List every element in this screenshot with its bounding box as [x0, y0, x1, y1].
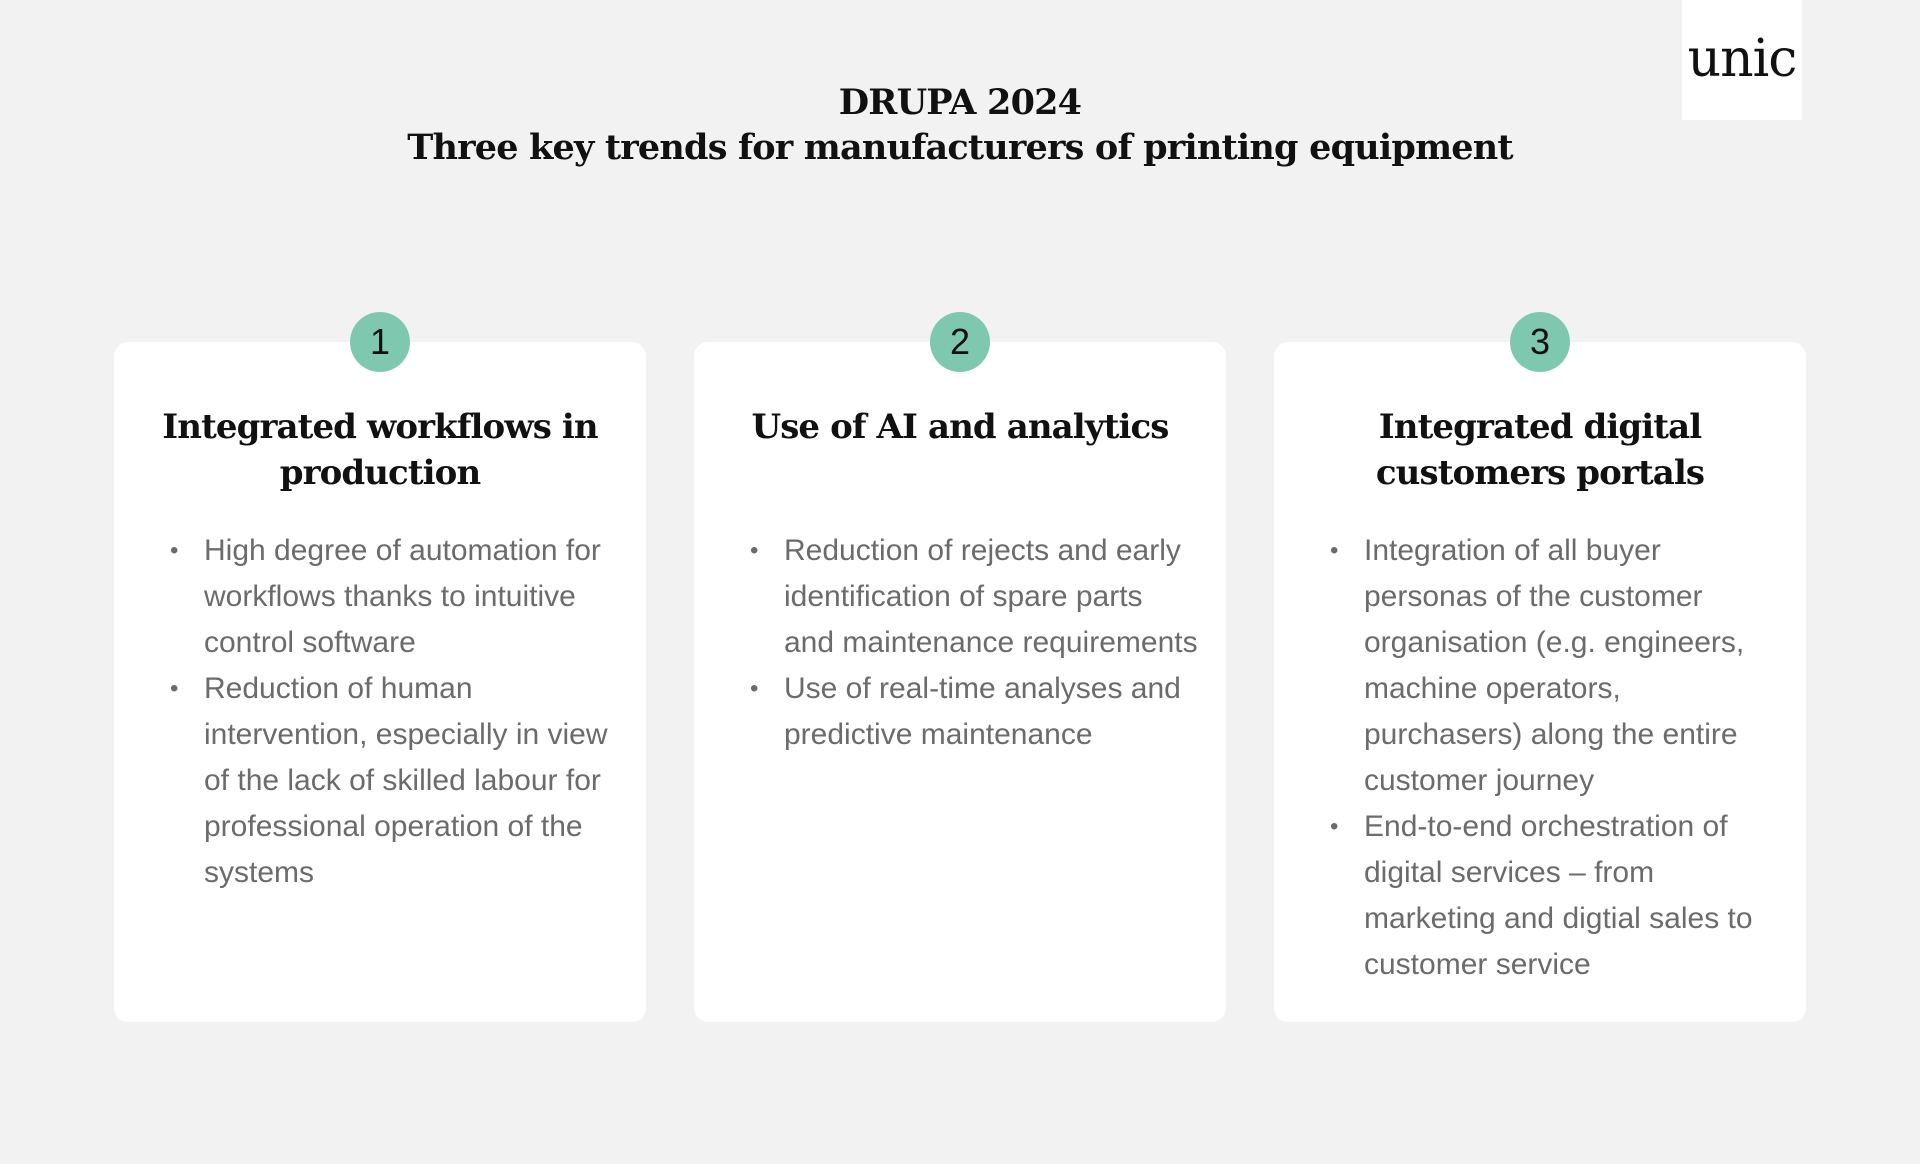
- bullet-list-3: Integration of all buyer personas of the…: [1330, 528, 1780, 988]
- unic-logo: unic: [1687, 29, 1798, 89]
- card-title-3: Integrated digital customers portals: [1375, 407, 1705, 493]
- event-title: DRUPA 2024: [838, 82, 1082, 123]
- page-header: DRUPA 2024 Three key trends for manufact…: [0, 80, 1920, 170]
- bullet-list-1: High degree of automation for workflows …: [170, 528, 620, 896]
- bullet-item: Reduction of rejects and early identific…: [750, 528, 1200, 666]
- bullet-item: High degree of automation for workflows …: [170, 528, 620, 666]
- trend-card-1: 1 Integrated workflows in production Hig…: [114, 312, 646, 1022]
- bullet-item: Integration of all buyer personas of the…: [1330, 528, 1780, 804]
- number-badge-2: 2: [930, 312, 990, 372]
- number-badge-3: 3: [1510, 312, 1570, 372]
- page-title: Three key trends for manufacturers of pr…: [407, 127, 1513, 168]
- bullet-item: Use of real-time analyses and predictive…: [750, 666, 1200, 758]
- bullet-item: Reduction of human intervention, especia…: [170, 666, 620, 896]
- card-title-1: Integrated workflows in production: [162, 407, 598, 493]
- logo-box: unic: [1682, 0, 1802, 120]
- bullet-item: End-to-end orchestration of digital serv…: [1330, 804, 1780, 988]
- bullet-list-2: Reduction of rejects and early identific…: [750, 528, 1200, 758]
- trend-card-3: 3 Integrated digital customers portals I…: [1274, 312, 1806, 1022]
- number-badge-1: 1: [350, 312, 410, 372]
- card-title-2: Use of AI and analytics: [751, 407, 1169, 447]
- trend-card-2: 2 Use of AI and analytics Reduction of r…: [694, 312, 1226, 1022]
